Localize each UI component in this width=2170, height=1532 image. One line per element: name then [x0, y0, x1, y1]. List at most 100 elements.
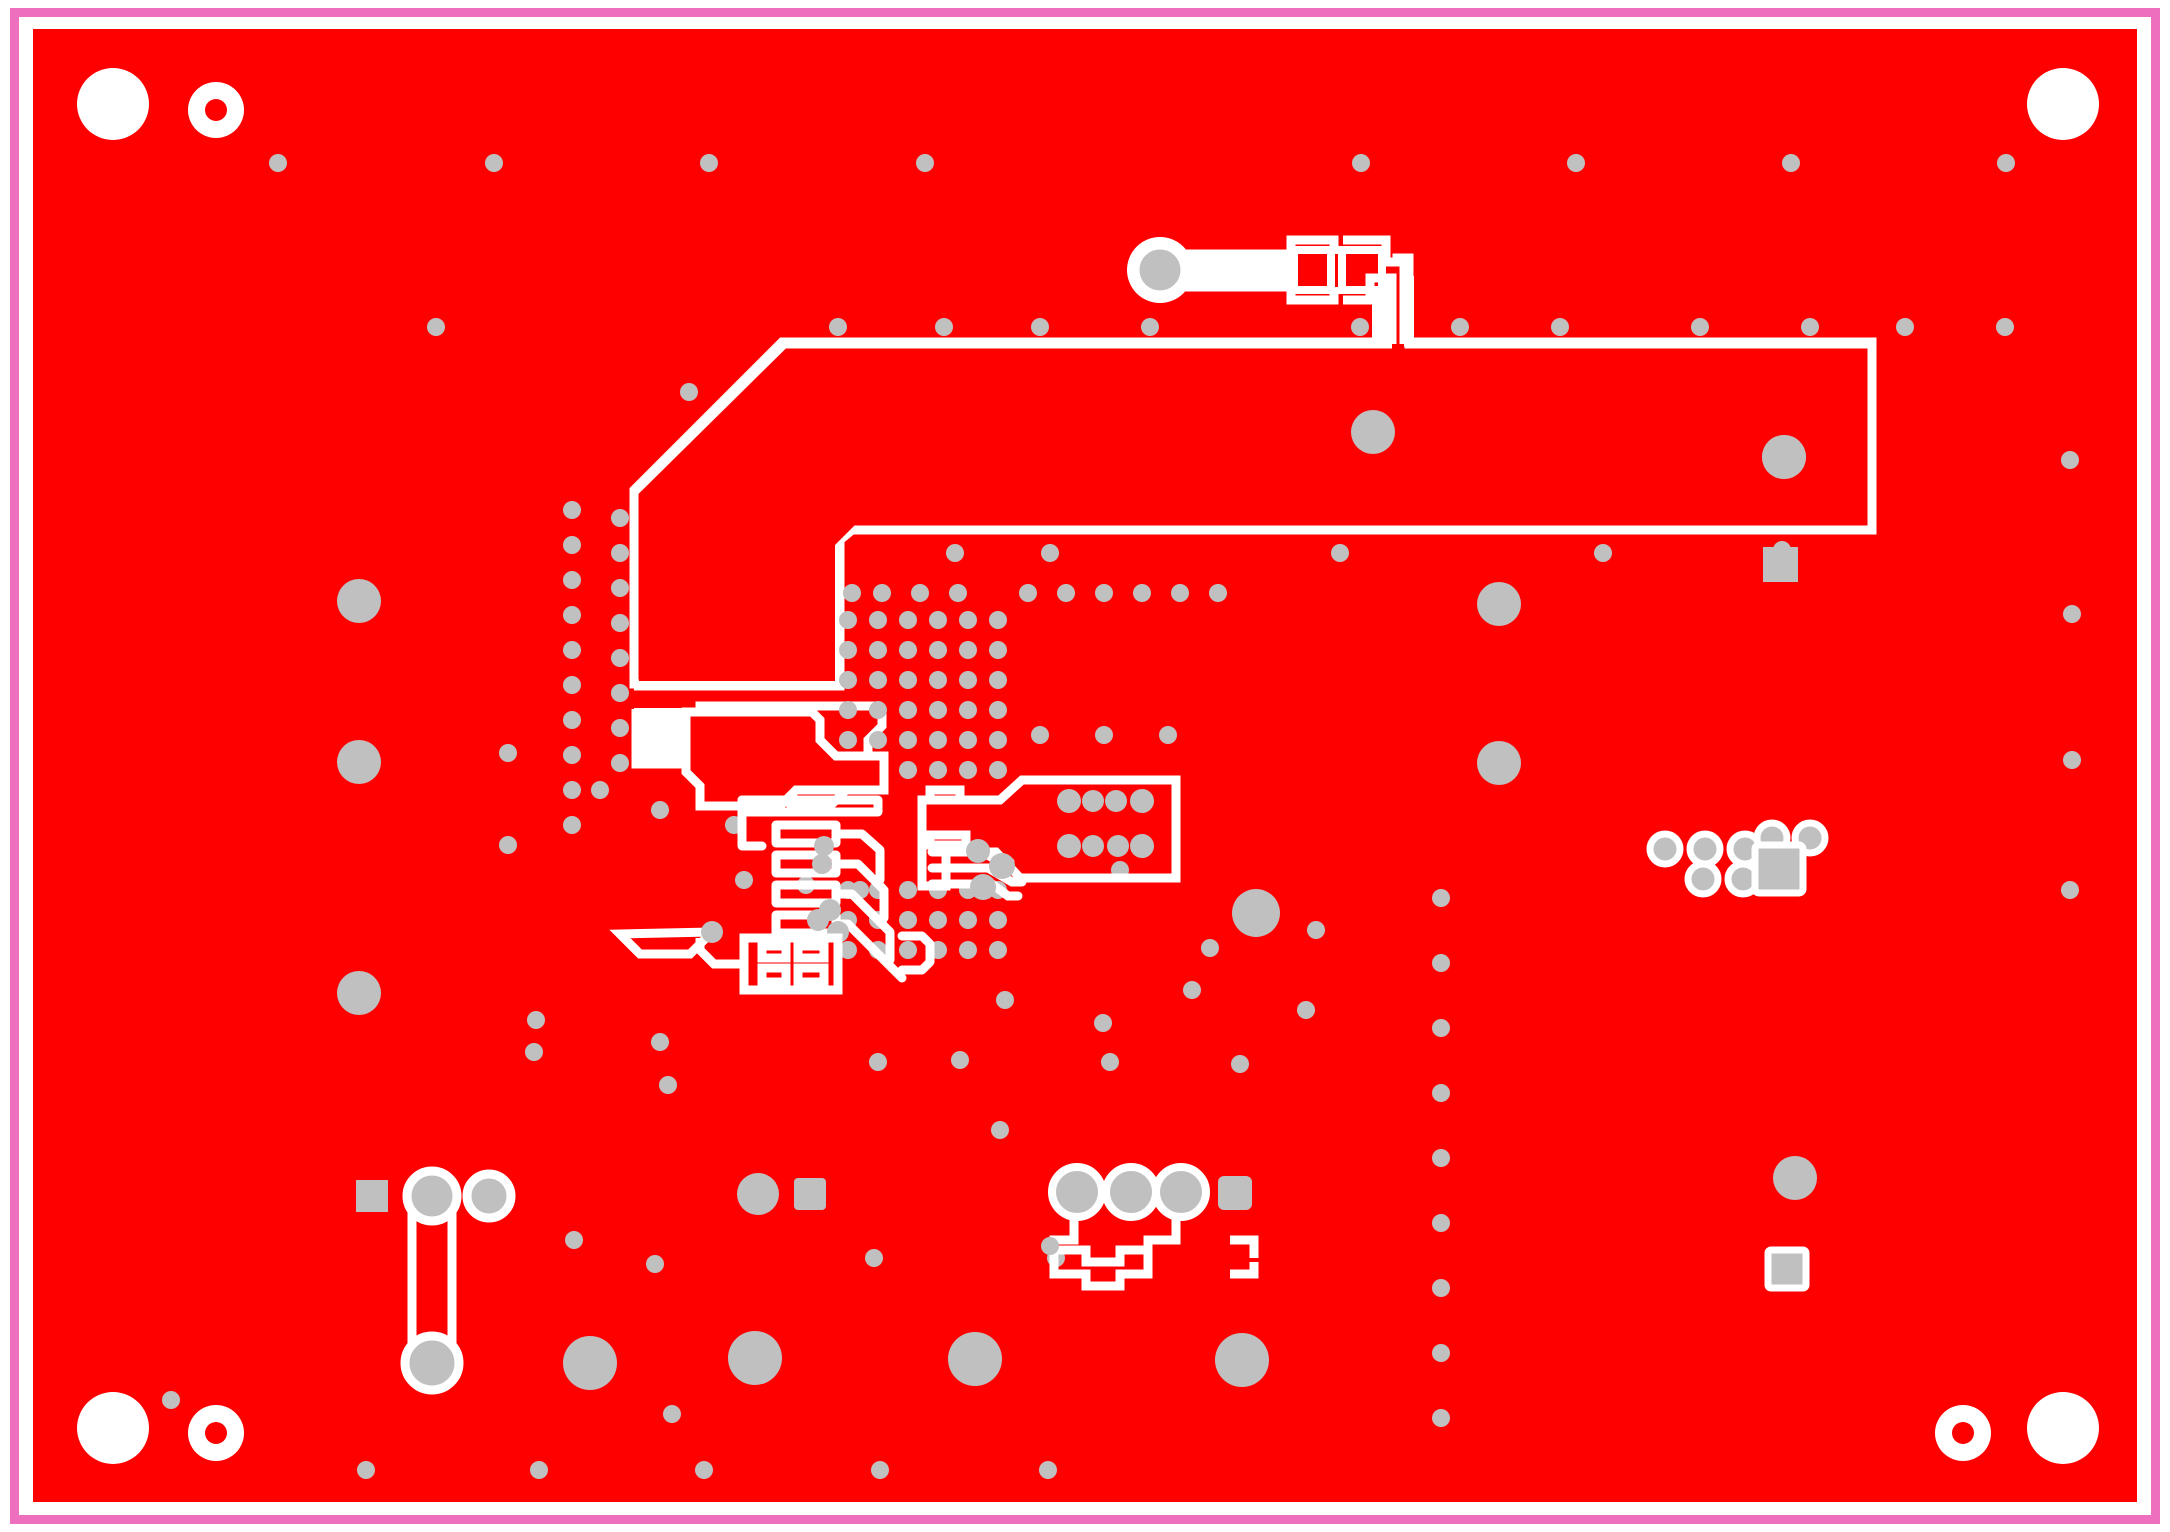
res-body-a — [1298, 254, 1327, 286]
top-network-pad — [1130, 240, 1190, 300]
via — [959, 911, 977, 929]
via — [1041, 544, 1059, 562]
via — [563, 501, 581, 519]
mb-pad-square — [794, 1178, 826, 1210]
via — [1432, 889, 1450, 907]
via — [680, 383, 698, 401]
right-connector — [917, 775, 1181, 901]
via — [1297, 1001, 1315, 1019]
connector-pad — [1105, 790, 1127, 812]
via — [663, 1405, 681, 1423]
via — [959, 611, 977, 629]
via — [1551, 318, 1569, 336]
via — [959, 671, 977, 689]
connector-pad — [1057, 834, 1081, 858]
fanout-trace-2 — [831, 859, 889, 923]
via — [899, 731, 917, 749]
bc-small-via — [1041, 1237, 1059, 1255]
connector-pad — [1130, 834, 1154, 858]
bc-pad-2 — [1102, 1163, 1160, 1221]
via — [563, 641, 581, 659]
mid-bottom-pads — [737, 1173, 826, 1215]
via — [899, 611, 917, 629]
via — [899, 641, 917, 659]
via — [839, 701, 857, 719]
via — [1307, 921, 1325, 939]
via — [916, 154, 934, 172]
bl-trace — [407, 1200, 457, 1360]
via — [829, 318, 847, 336]
via — [1432, 1149, 1450, 1167]
rs-square-pad-top — [1763, 547, 1798, 582]
via — [873, 584, 891, 602]
via — [839, 671, 857, 689]
via — [563, 606, 581, 624]
via — [1351, 318, 1369, 336]
bc-pad-1 — [1048, 1163, 1106, 1221]
via — [1209, 584, 1227, 602]
top-trace-clearance-2 — [1343, 235, 1409, 344]
via — [530, 1461, 548, 1479]
via — [611, 684, 629, 702]
mb-pad-round — [737, 1173, 779, 1215]
via — [563, 536, 581, 554]
via — [839, 731, 857, 749]
via — [869, 611, 887, 629]
via — [1183, 981, 1201, 999]
via — [991, 1121, 1009, 1139]
board-outline — [10, 8, 2160, 1524]
via — [700, 154, 718, 172]
via — [865, 1249, 883, 1267]
via — [357, 1461, 375, 1479]
via — [1159, 726, 1177, 744]
via — [871, 1461, 889, 1479]
fanout-via — [812, 854, 832, 874]
via — [989, 761, 1007, 779]
via — [651, 1033, 669, 1051]
via — [1567, 154, 1585, 172]
via — [1019, 584, 1037, 602]
via — [899, 701, 917, 719]
connector-pad — [1082, 835, 1104, 857]
rs-square-pad-low — [1764, 1246, 1810, 1292]
bc-bracket — [1230, 1235, 1259, 1279]
bc-trace-outline — [1049, 1196, 1181, 1291]
br-pad — [1215, 1333, 1269, 1387]
via — [162, 1391, 180, 1409]
via — [1691, 318, 1709, 336]
via — [899, 671, 917, 689]
center-right-pads — [1232, 410, 1806, 937]
via — [499, 836, 517, 854]
via — [899, 881, 917, 899]
lower-pad-slots — [757, 941, 829, 987]
via — [899, 761, 917, 779]
test-point-cluster — [1646, 819, 1829, 898]
via — [949, 584, 967, 602]
via — [989, 641, 1007, 659]
via — [1095, 726, 1113, 744]
via — [1801, 318, 1819, 336]
via — [935, 318, 953, 336]
connector-via — [966, 839, 990, 863]
bl-pad-top — [402, 1166, 462, 1226]
via — [911, 584, 929, 602]
connector-pin-stubs — [925, 785, 971, 850]
via — [485, 154, 503, 172]
ls-pad — [337, 971, 381, 1015]
via — [1996, 318, 2014, 336]
via — [839, 611, 857, 629]
refill-top-left — [639, 263, 1867, 681]
ic-fanout — [737, 795, 935, 983]
via — [959, 731, 977, 749]
top-trace-clearance — [1160, 235, 1339, 305]
copper-refill — [639, 263, 1867, 681]
mount-hole-tr — [2027, 68, 2099, 140]
bottom-center-component — [1041, 1163, 1259, 1291]
via — [929, 731, 947, 749]
via — [611, 719, 629, 737]
fanout-via — [819, 899, 841, 921]
via — [563, 781, 581, 799]
fanout-trace-1 — [831, 829, 885, 885]
